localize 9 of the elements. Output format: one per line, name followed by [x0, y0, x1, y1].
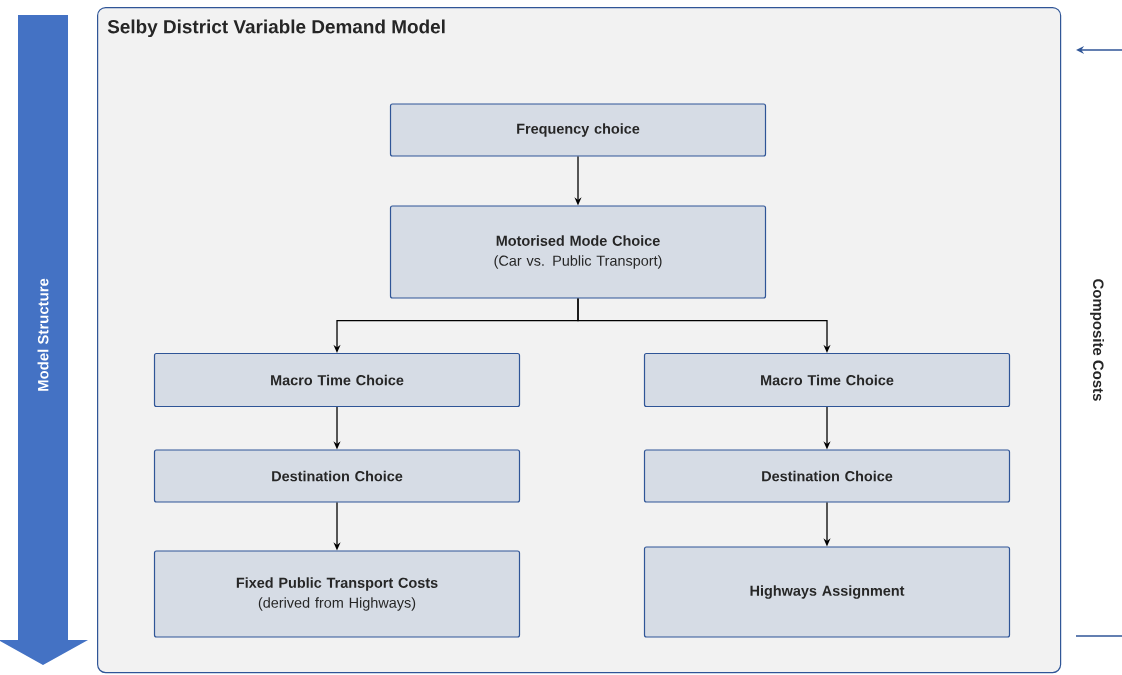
process-box: Macro Time Choice [153, 352, 521, 408]
process-box: Motorised Mode Choice (Car vs. Public Transport) [389, 205, 767, 299]
process-box: Destination Choice [643, 449, 1011, 503]
process-box: Destination Choice [153, 449, 521, 503]
process-box: Highways Assignment [643, 546, 1011, 638]
side-label: Composite Costs [1090, 279, 1104, 401]
process-box: Fixed Public Transport Costs (derived from Highways) [153, 550, 521, 638]
process-box: Macro Time Choice [643, 352, 1011, 408]
process-box: Frequency choice [389, 103, 767, 157]
